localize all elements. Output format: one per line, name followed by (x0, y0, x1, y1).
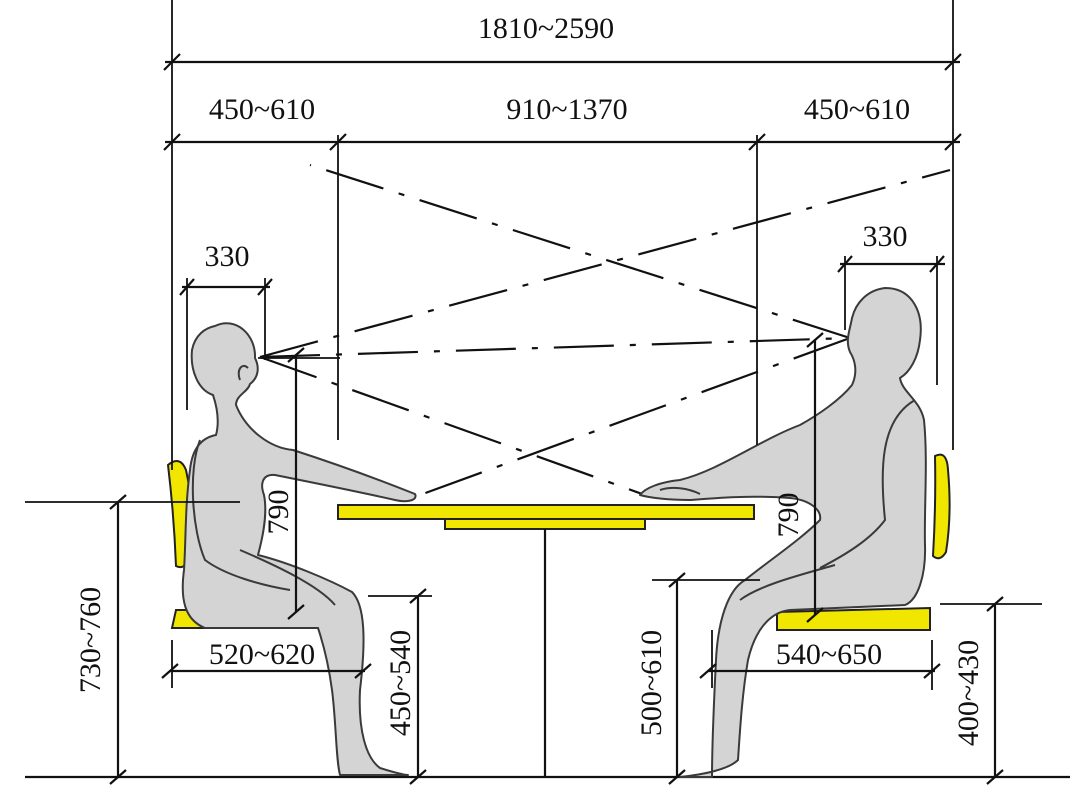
sight-line-horizontal (259, 336, 851, 359)
dim-left-seat-depth: 520~620 (209, 638, 315, 671)
table-apron (444, 518, 646, 530)
dim-right-eye-height: 790 (772, 493, 805, 538)
dim-right-zone: 450~610 (804, 93, 910, 126)
left-person-ear (237, 364, 249, 381)
dimension-labels: 1810~2590 450~610 910~1370 450~610 330 3… (74, 12, 985, 746)
left-person-arm-contour (191, 439, 291, 591)
dining-table (337, 504, 755, 777)
table-top (337, 504, 755, 520)
right-chair-seat (776, 606, 931, 631)
sight-line-right-to-left-top (309, 163, 851, 340)
dim-right-seat-height: 400~430 (952, 640, 985, 746)
left-person-thigh-contour (239, 549, 336, 606)
dimension-lines (25, 0, 1042, 785)
dim-left-zone: 450~610 (209, 93, 315, 126)
sight-line-left-to-right-top (259, 168, 951, 359)
dim-left-eye-height: 790 (262, 490, 295, 535)
right-person-body (639, 287, 927, 778)
dim-right-armrest-height: 500~610 (635, 630, 668, 736)
right-person-arm-contour (819, 399, 916, 569)
sight-lines (259, 163, 951, 497)
sight-line-left-to-right-table (259, 355, 646, 497)
dim-left-seat-height: 450~540 (384, 630, 417, 736)
right-person-hand-contour (659, 486, 701, 495)
dim-total-width: 1810~2590 (478, 12, 614, 45)
right-person-thigh-contour (739, 564, 836, 601)
dim-right-head-depth: 330 (863, 220, 908, 253)
left-person-body (181, 322, 417, 776)
right-chair-backrest (931, 453, 951, 560)
dim-table-height: 730~760 (74, 587, 107, 693)
sight-line-right-to-left-table (419, 336, 851, 497)
left-person-figure (181, 322, 417, 776)
dim-table-zone: 910~1370 (506, 93, 627, 126)
dim-left-head-depth: 330 (205, 240, 250, 273)
right-person-figure (639, 287, 927, 778)
dim-right-seat-depth: 540~650 (776, 638, 882, 671)
